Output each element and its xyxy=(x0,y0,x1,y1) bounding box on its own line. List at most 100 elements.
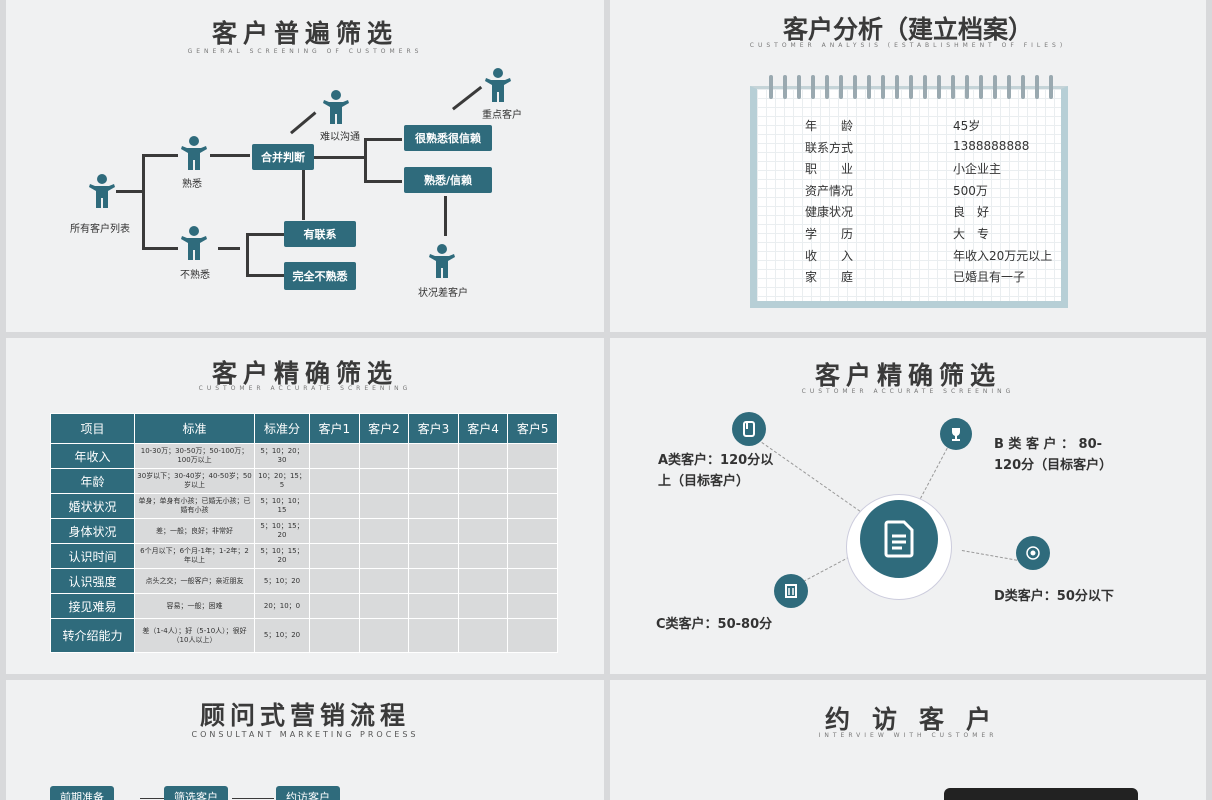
col-header: 客户1 xyxy=(309,413,360,444)
slide-accurate-screening-classes[interactable]: 客户精确筛选 CUSTOMER ACCURATE SCREENING A类客户：… xyxy=(610,338,1206,674)
label-unfamiliar: 不熟悉 xyxy=(180,270,210,281)
table-row: 身体状况 差；一般；良好；非常好 5；10；15；20 xyxy=(50,518,558,544)
person-hard-icon xyxy=(322,90,350,124)
slide-title: 约访客户 xyxy=(824,705,1013,734)
row-score: 5；10；15；20 xyxy=(254,543,310,569)
row-standard: 差（1-4人）；好（5-10人）；很好（10人以上） xyxy=(134,618,255,653)
row-score: 5；10；20；30 xyxy=(254,443,310,469)
class-c-text: C类客户：50-80分 xyxy=(656,617,773,632)
table-row: 认识时间 6个月以下；6个月-1年；1-2年；2年以上 5；10；15；20 xyxy=(50,543,558,569)
building-icon xyxy=(774,574,808,608)
box-has-contact: 有联系 xyxy=(284,221,356,247)
row-standard: 点头之交；一般客户；亲近朋友 xyxy=(134,568,255,594)
document-icon xyxy=(860,500,938,578)
row-standard: 6个月以下；6个月-1年；1-2年；2年以上 xyxy=(134,543,255,569)
field-value: 小企业主 xyxy=(953,162,1002,176)
col-header: 标准分 xyxy=(254,413,310,444)
row-score: 5；10；15；20 xyxy=(254,518,310,544)
field-label: 家 庭 xyxy=(805,270,854,284)
field-value: 大 专 xyxy=(953,227,990,241)
slide-customer-analysis[interactable]: 客户分析（建立档案） CUSTOMER ANALYSIS (ESTABLISHM… xyxy=(610,0,1206,332)
field-label: 年 龄 xyxy=(805,119,854,133)
field-label: 健康状况 xyxy=(805,205,854,219)
col-header: 客户2 xyxy=(358,413,410,444)
field-value: 年收入20万元以上 xyxy=(953,249,1053,263)
slide-consultant-marketing[interactable]: 顾问式营销流程 CONSULTANT MARKETING PROCESS 前期准… xyxy=(6,680,604,800)
row-item: 年收入 xyxy=(50,443,135,469)
row-score: 5；10；20 xyxy=(254,618,310,653)
field-label: 职 业 xyxy=(805,162,854,176)
label-familiar: 熟悉 xyxy=(182,179,202,190)
slide-subtitle: CUSTOMER ACCURATE SCREENING xyxy=(198,385,412,392)
slide-subtitle: CUSTOMER ACCURATE SCREENING xyxy=(801,388,1015,395)
person-bad-icon xyxy=(428,244,456,278)
table-row: 转介绍能力 差（1-4人）；好（5-10人）；很好（10人以上） 5；10；20 xyxy=(50,618,558,653)
slide-subtitle: CONSULTANT MARKETING PROCESS xyxy=(191,730,419,739)
class-a-text: A类客户：120分以上（目标客户） xyxy=(658,453,774,489)
box-merge-judgement: 合并判断 xyxy=(252,144,314,170)
step-interview: 约访客户 xyxy=(276,786,340,800)
field-label: 学 历 xyxy=(805,227,854,241)
row-standard: 容易；一般；困难 xyxy=(134,593,255,619)
slide-subtitle: GENERAL SCREENING OF CUSTOMERS xyxy=(187,48,423,55)
row-item: 年龄 xyxy=(50,468,135,494)
col-header: 客户5 xyxy=(507,413,558,444)
field-label: 资产情况 xyxy=(805,184,854,198)
slide-title: 客户普遍筛选 xyxy=(211,19,398,48)
label-bad-customers: 状况差客户 xyxy=(418,288,468,299)
field-label: 收 入 xyxy=(805,249,854,263)
class-b-text: B 类 客 户 ： 80-120分（目标客户） xyxy=(994,437,1113,473)
row-standard: 单身；单身有小孩；已婚无小孩；已婚有小孩 xyxy=(134,493,255,519)
row-item: 身体状况 xyxy=(50,518,135,544)
slide-accurate-screening-table[interactable]: 客户精确筛选 CUSTOMER ACCURATE SCREENING 项目 标准… xyxy=(6,338,604,674)
row-standard: 差；一般；良好；非常好 xyxy=(134,518,255,544)
person-unfamiliar-icon xyxy=(180,226,208,260)
step-screening: 筛选客户 xyxy=(164,786,228,800)
slide-general-screening[interactable]: 客户普遍筛选 GENERAL SCREENING OF CUSTOMERS 所有… xyxy=(6,0,604,332)
col-header: 客户3 xyxy=(408,413,459,444)
field-value: 500万 xyxy=(953,184,988,198)
table-row: 年收入 10-30万；30-50万；50-100万；100万以上 5；10；20… xyxy=(50,443,558,469)
scoring-table: 项目 标准 标准分 客户1 客户2 客户3 客户4 客户5 年收入 10-30万… xyxy=(50,413,558,653)
field-value: 1388888888 xyxy=(953,139,1030,153)
row-item: 婚状状况 xyxy=(50,493,135,519)
row-score: 20；10；0 xyxy=(254,593,310,619)
label-all-customers: 所有客户列表 xyxy=(70,224,130,235)
label-key-customers: 重点客户 xyxy=(482,110,522,121)
table-row: 年龄 30岁以下；30-40岁；40-50岁；50岁以上 10；20；15；5 xyxy=(50,468,558,494)
device-image xyxy=(944,788,1138,800)
col-header: 项目 xyxy=(50,413,135,444)
slide-subtitle: CUSTOMER ANALYSIS (ESTABLISHMENT OF FILE… xyxy=(749,42,1067,49)
slide-title: 客户分析（建立档案） xyxy=(782,15,1033,44)
slide-interview-customer[interactable]: 约访客户 INTERVIEW WITH CUSTOMER xyxy=(610,680,1206,800)
class-d-text: D类客户：50分以下 xyxy=(994,589,1114,604)
field-value: 45岁 xyxy=(953,119,981,133)
table-row: 认识强度 点头之交；一般客户；亲近朋友 5；10；20 xyxy=(50,568,558,594)
profile-notebook: 年 龄 45岁 联系方式 1388888888 职 业 小企业主 资产情况 50… xyxy=(750,75,1068,308)
step-preparation: 前期准备 xyxy=(50,786,114,800)
table-row: 婚状状况 单身；单身有小孩；已婚无小孩；已婚有小孩 5；10；10；15 xyxy=(50,493,558,519)
box-completely-unfamiliar: 完全不熟悉 xyxy=(284,262,356,290)
slide-title: 客户精确筛选 xyxy=(211,359,398,388)
row-item: 认识时间 xyxy=(50,543,135,569)
row-score: 5；10；20 xyxy=(254,568,310,594)
box-very-trusted: 很熟悉很信赖 xyxy=(404,125,492,151)
slide-title: 顾问式营销流程 xyxy=(199,701,410,730)
box-familiar-trusted: 熟悉/信赖 xyxy=(404,167,492,193)
row-item: 接见难易 xyxy=(50,593,135,619)
target-icon xyxy=(1016,536,1050,570)
row-standard: 30岁以下；30-40岁；40-50岁；50岁以上 xyxy=(134,468,255,494)
person-familiar-icon xyxy=(180,136,208,170)
slide-subtitle: INTERVIEW WITH CUSTOMER xyxy=(818,732,998,739)
field-value: 已婚且有一子 xyxy=(953,270,1026,284)
row-score: 5；10；10；15 xyxy=(254,493,310,519)
field-value: 良 好 xyxy=(953,205,990,219)
label-hard-to-communicate: 难以沟通 xyxy=(320,132,360,143)
row-item: 认识强度 xyxy=(50,568,135,594)
trophy-icon xyxy=(940,418,972,450)
col-header: 客户4 xyxy=(457,413,509,444)
field-label: 联系方式 xyxy=(805,141,854,155)
person-all-icon xyxy=(88,174,116,208)
slide-title: 客户精确筛选 xyxy=(814,361,1001,390)
row-score: 10；20；15；5 xyxy=(254,468,310,494)
